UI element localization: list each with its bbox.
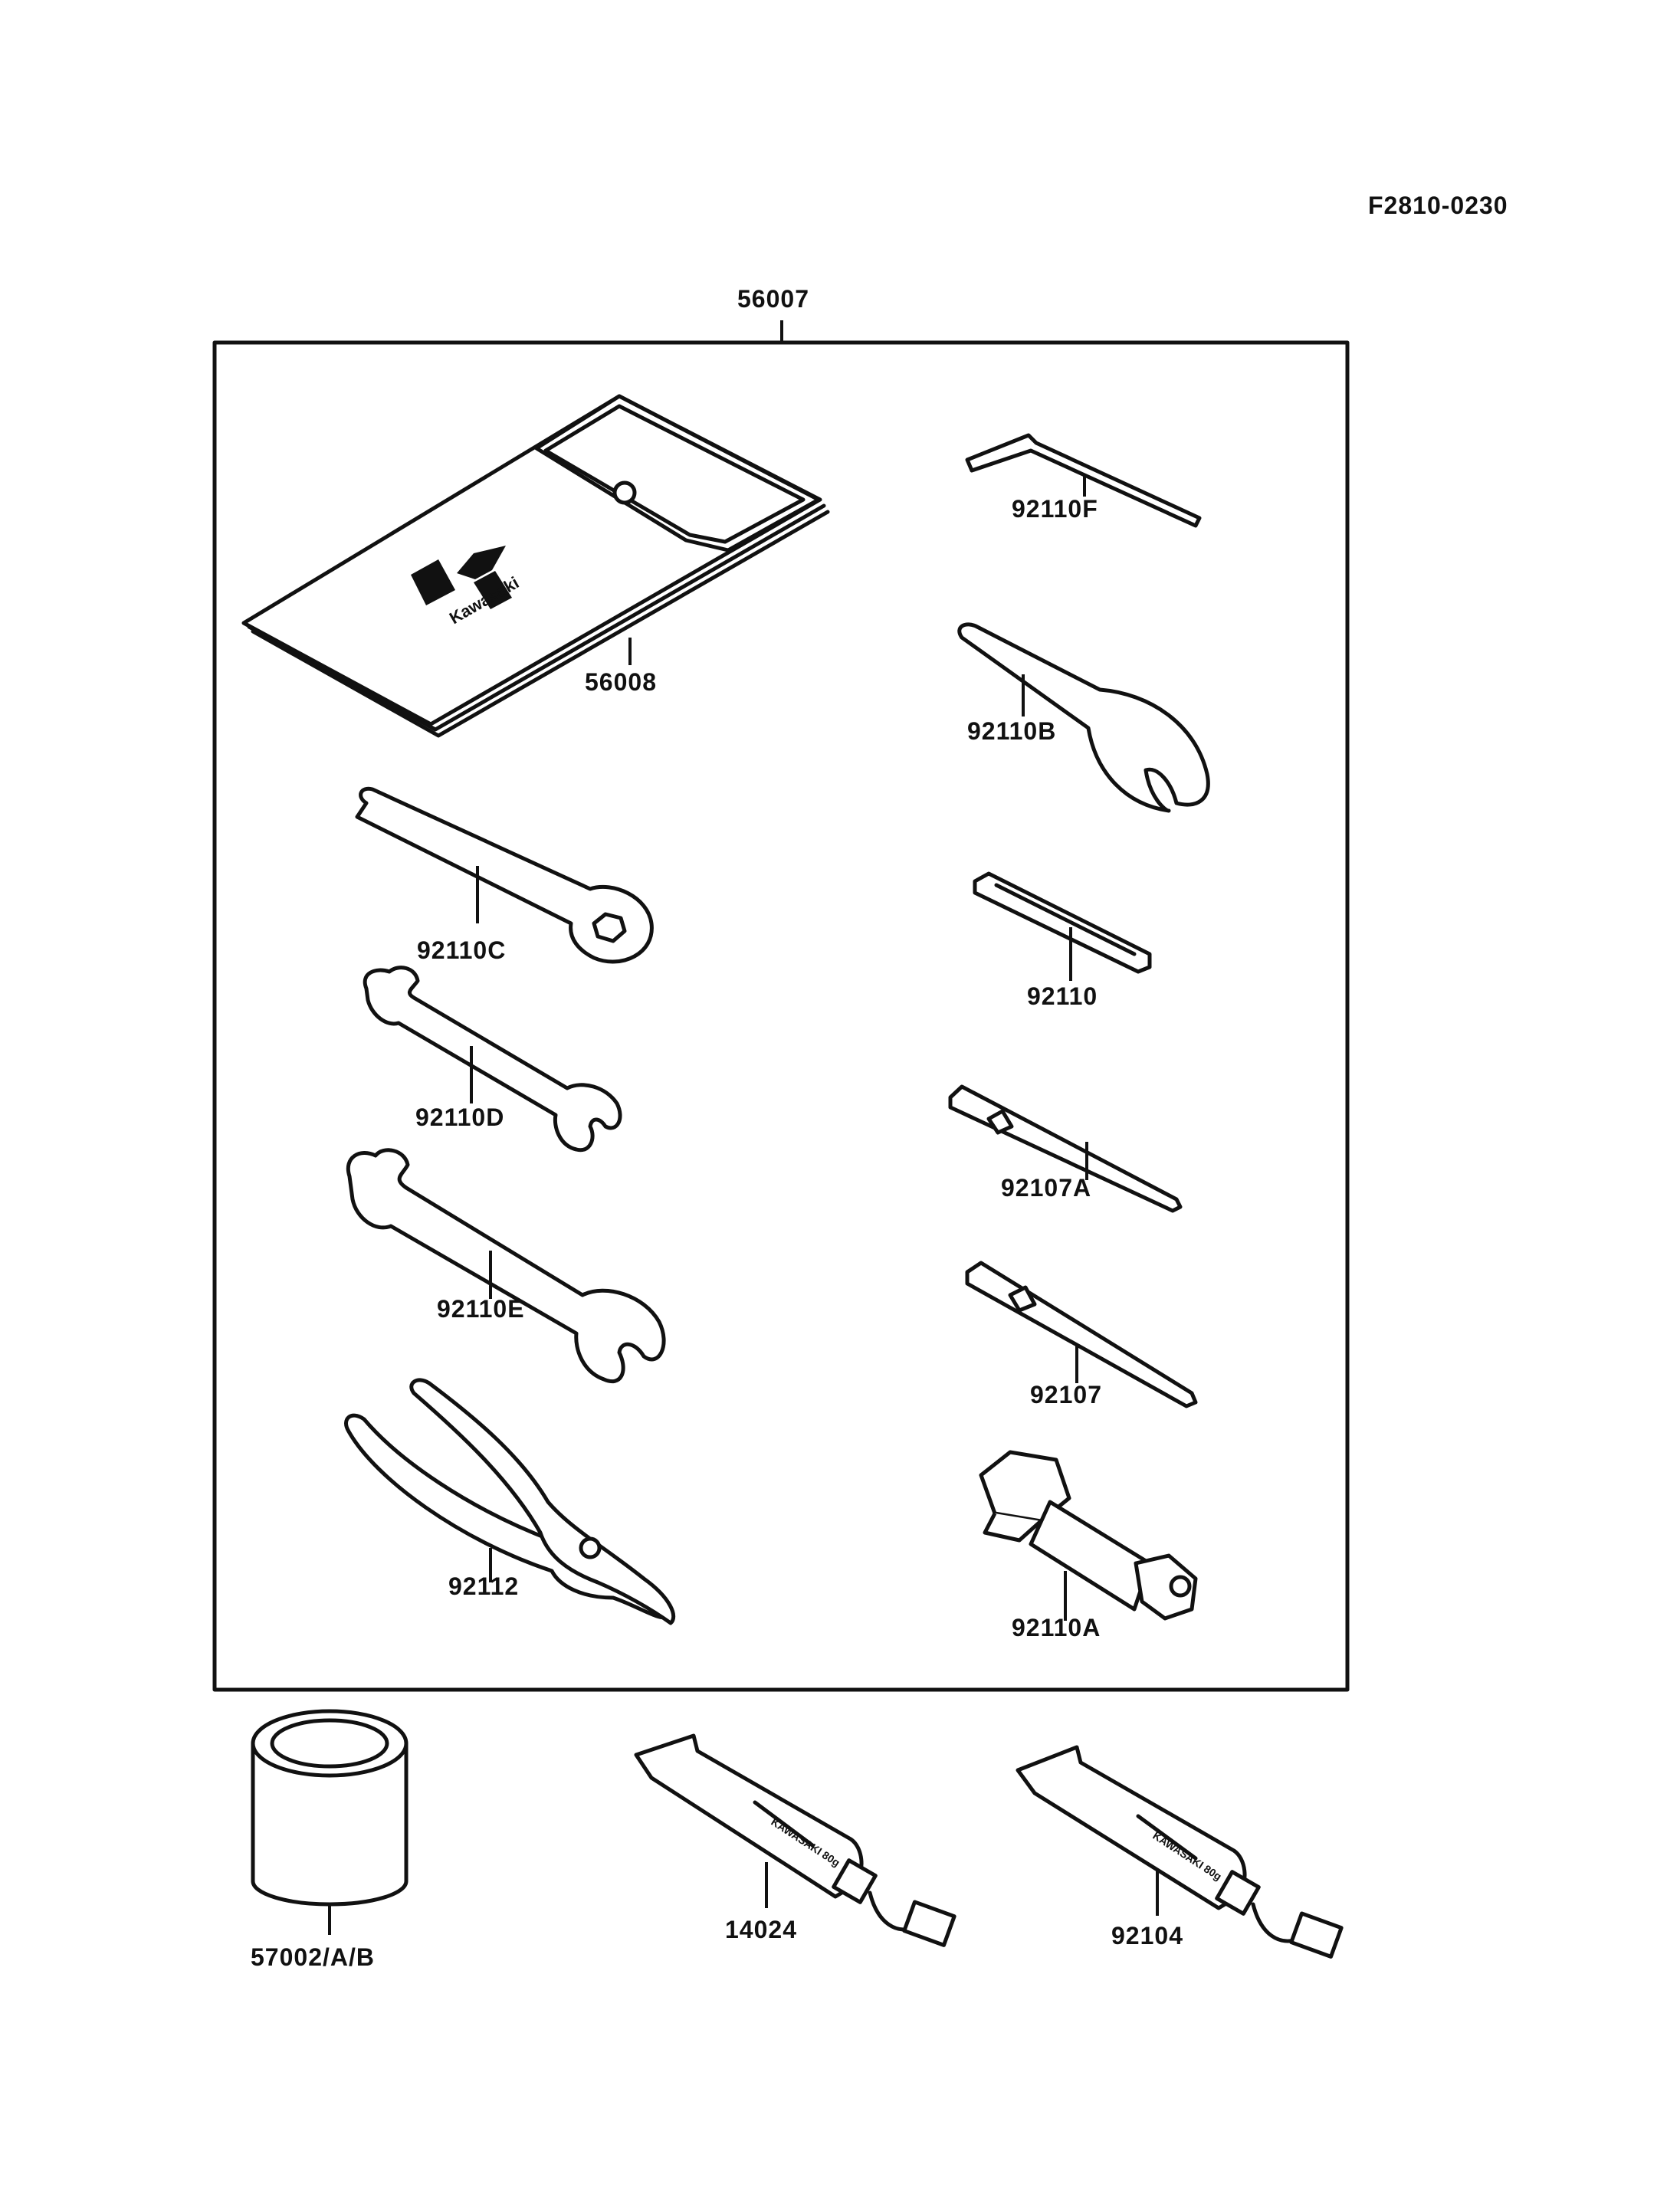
spark-plug-wrench-drawing [973, 871, 1152, 981]
hook-spanner-drawing [957, 622, 1210, 813]
open-wrench-large-drawing [346, 1148, 666, 1383]
part-number-box-wrench: 92110C [417, 936, 507, 964]
drawing-code: F2810-0230 [1368, 192, 1508, 219]
part-number-can: 57002/A/B [251, 1943, 375, 1971]
grease-tube-1-drawing: KAWASAKI 80g [634, 1733, 956, 1947]
part-number-hook-spanner: 92110B [967, 717, 1057, 745]
part-number-pouch: 56008 [585, 668, 657, 696]
grease-can-drawing [251, 1709, 409, 1935]
tool-pouch-drawing: Kawasaki [241, 394, 830, 738]
spark-plug-socket-drawing [979, 1450, 1198, 1621]
part-number-spark-wrench: 92110 [1027, 982, 1098, 1010]
part-number-plug-socket: 92110A [1012, 1614, 1101, 1641]
kit-part-number: 56007 [737, 285, 809, 313]
part-number-tube-1: 14024 [725, 1916, 797, 1943]
part-number-pliers: 92112 [448, 1572, 520, 1600]
hex-key-drawing [965, 433, 1202, 528]
part-number-screwdriver: 92107 [1030, 1381, 1102, 1408]
part-number-wrench-small: 92110D [415, 1103, 505, 1131]
open-wrench-small-drawing [363, 966, 622, 1153]
part-number-wrench-large: 92110E [437, 1295, 525, 1323]
box-wrench-drawing [355, 786, 654, 964]
pliers-drawing [344, 1378, 676, 1625]
screwdriver-drawing [965, 1261, 1198, 1408]
grease-tube-2-drawing: KAWASAKI 80g [1016, 1745, 1344, 1959]
part-number-screwdriver-a: 92107A [1001, 1174, 1092, 1202]
part-number-hex-key: 92110F [1012, 495, 1098, 523]
kawasaki-logo [411, 546, 512, 609]
screwdriver-a-drawing [948, 1084, 1183, 1213]
part-number-tube-2: 92104 [1111, 1922, 1183, 1949]
